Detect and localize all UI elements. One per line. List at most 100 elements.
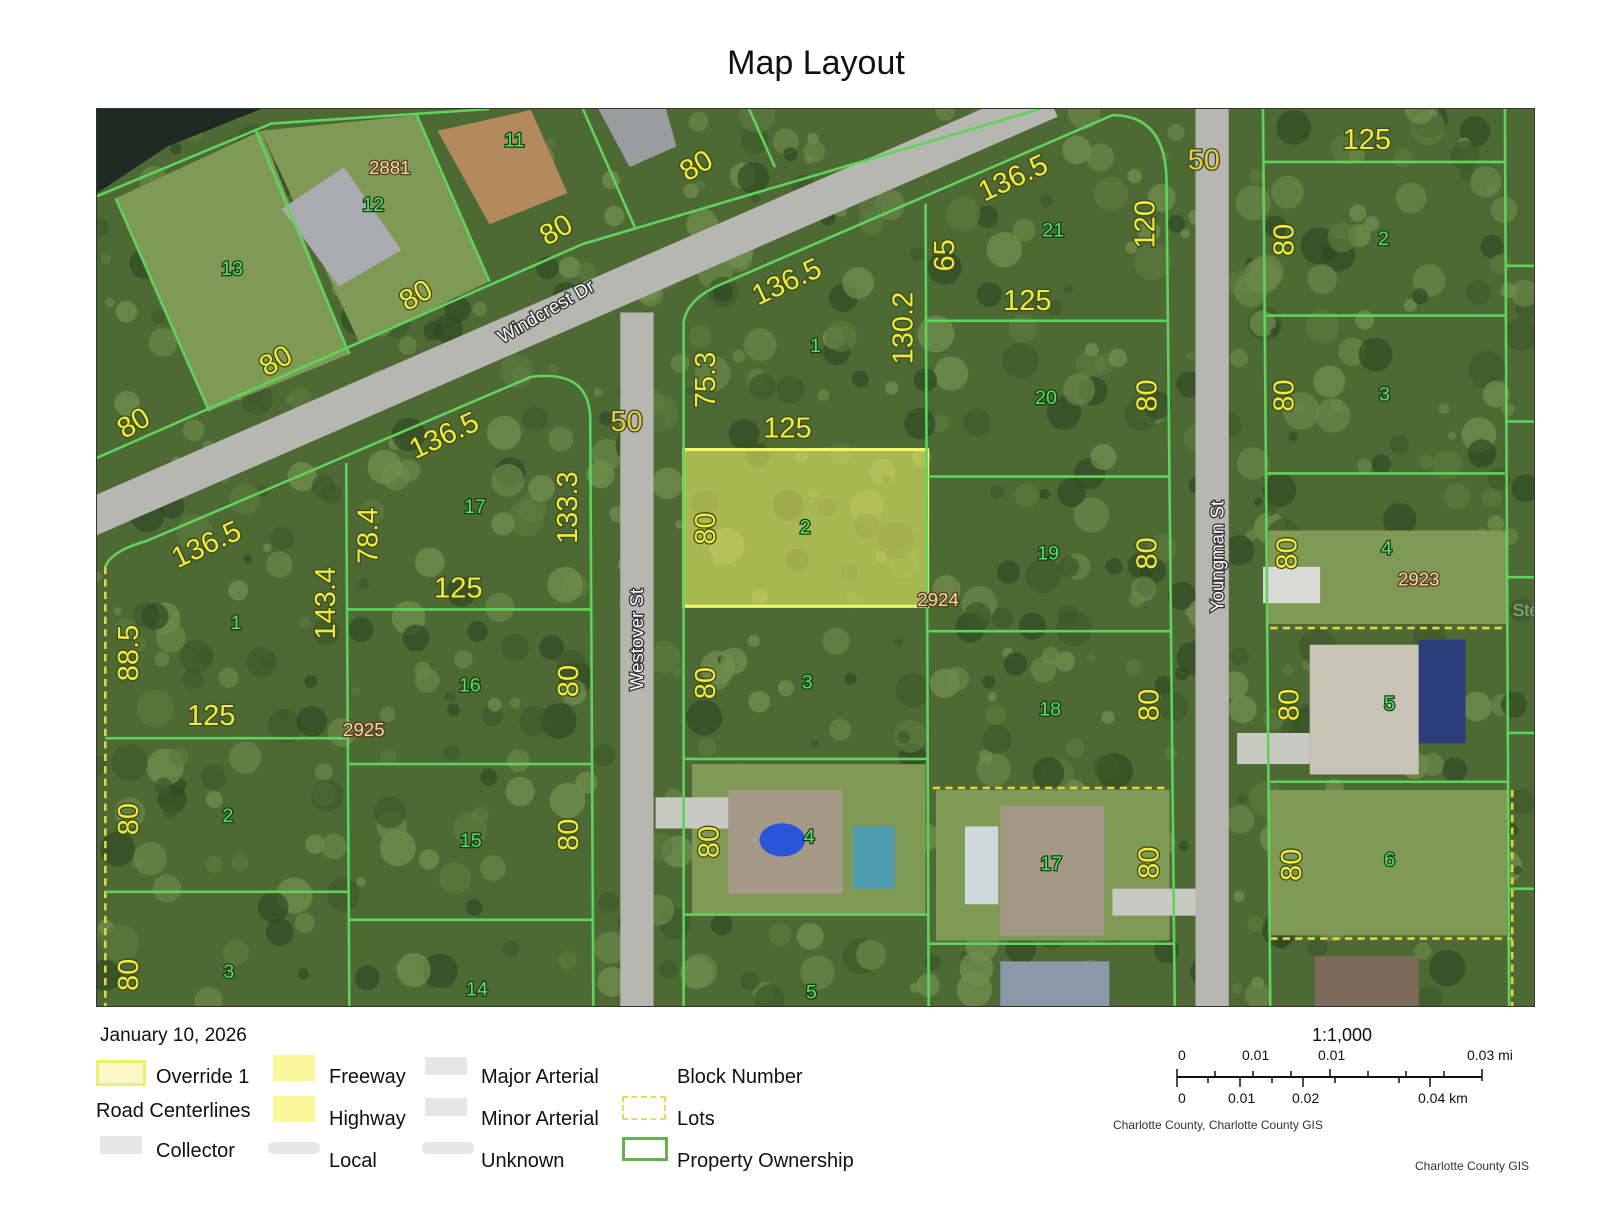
- dimension-label: 80: [553, 665, 585, 697]
- address-label: 2881: [369, 157, 411, 178]
- roads: [97, 109, 1310, 1006]
- legend-property-ownership: Property Ownership: [677, 1150, 854, 1172]
- map-title: Map Layout: [727, 44, 905, 82]
- scale-ruler: [1176, 1069, 1483, 1087]
- dimension-label: 78.4: [353, 507, 385, 564]
- legend-swatch-override: [96, 1060, 146, 1086]
- lot-number: 15: [460, 830, 482, 852]
- dimension-label: 80: [1134, 847, 1166, 879]
- dimension-label: 125: [434, 572, 483, 604]
- legend-highway: Highway: [329, 1108, 406, 1130]
- lot-number: 19: [1037, 543, 1059, 565]
- highlighted-parcel[interactable]: [682, 447, 930, 608]
- street-label: Westover St: [626, 588, 647, 690]
- lot-number: 3: [802, 671, 813, 693]
- lot-number: 2: [222, 805, 233, 827]
- map-source: Charlotte County GIS: [1415, 1159, 1530, 1173]
- dimension-label: 80: [1272, 537, 1304, 569]
- dimension-label: 80: [1276, 849, 1308, 881]
- lot-number: 17: [1040, 853, 1062, 875]
- legend-swatch-freeway: [273, 1055, 315, 1081]
- legend-collector: Collector: [156, 1140, 235, 1162]
- legend-freeway: Freeway: [329, 1066, 406, 1088]
- dimension-label: 80: [1269, 379, 1301, 411]
- dimension-label: 50: [1188, 145, 1220, 177]
- scale-km-2: 0.02: [1292, 1090, 1320, 1106]
- dimension-label: 88.5: [113, 625, 145, 682]
- scale-mi-2: 0.01: [1318, 1047, 1346, 1063]
- lot-number: 1: [231, 612, 242, 634]
- lot-number: 1: [810, 335, 821, 357]
- legend-swatch-minor-arterial: [425, 1098, 467, 1116]
- dimension-label: 80: [1269, 224, 1301, 256]
- lot-number: 16: [459, 674, 481, 696]
- scale-ratio: 1:1,000: [1312, 1025, 1373, 1045]
- dimension-label: 80: [693, 826, 725, 858]
- scale-mi-1: 0.01: [1242, 1047, 1270, 1063]
- legend-major-arterial: Major Arterial: [481, 1066, 599, 1088]
- lot-number: 4: [1381, 537, 1392, 559]
- dimension-label: 125: [187, 700, 236, 732]
- dimension-label: 130.2: [887, 292, 919, 365]
- legend-unknown: Unknown: [481, 1150, 565, 1172]
- lot-number: 3: [1379, 384, 1390, 406]
- legend-minor-arterial: Minor Arterial: [481, 1108, 599, 1130]
- legend-swatch-lots: [622, 1096, 666, 1120]
- lot-number: 20: [1035, 387, 1057, 409]
- dimension-label: 143.4: [310, 567, 342, 640]
- lot-number: 13: [221, 258, 243, 280]
- dimension-label: 65: [929, 239, 961, 271]
- address-label: 2923: [1398, 568, 1440, 589]
- dimension-label: 120: [1129, 200, 1161, 248]
- dimension-label: 80: [113, 959, 145, 991]
- street-label: Youngman St: [1206, 500, 1227, 612]
- lot-number: 2: [800, 517, 811, 539]
- legend-swatch-property-ownership: [622, 1137, 668, 1161]
- lot-number: 18: [1039, 698, 1061, 720]
- dimension-label: 80: [690, 667, 722, 699]
- legend-local: Local: [329, 1150, 377, 1172]
- dimension-label: 125: [763, 412, 812, 444]
- dimension-label: 80: [113, 803, 145, 835]
- scale-km-1: 0.01: [1228, 1090, 1256, 1106]
- address-label: 2924: [917, 589, 959, 610]
- watermark: StellarMLS: [1513, 600, 1535, 620]
- dimension-label: 80: [1274, 689, 1306, 721]
- lot-number: 2: [1378, 228, 1389, 250]
- legend-swatch-unknown: [422, 1142, 474, 1154]
- scale-km-3: 0.04 km: [1418, 1090, 1468, 1106]
- lot-number: 3: [223, 961, 234, 983]
- dimension-label: 80: [553, 819, 585, 851]
- dimension-label: 80: [1131, 379, 1163, 411]
- legend-swatch-local: [268, 1142, 320, 1154]
- legend-swatch-collector: [100, 1136, 142, 1154]
- legend-swatch-major-arterial: [425, 1057, 467, 1075]
- lot-number: 14: [466, 979, 488, 1001]
- property-ownership-lines: [97, 109, 1534, 1006]
- dimension-label: 80: [1134, 689, 1166, 721]
- dimension-label: 80: [690, 512, 722, 544]
- dimension-label: 125: [1343, 124, 1392, 156]
- lot-number: 4: [804, 826, 815, 848]
- dimension-label: 133.3: [552, 471, 584, 544]
- dimension-label: 80: [1131, 537, 1163, 569]
- lot-number: 11: [504, 129, 524, 151]
- dimension-label: 75.3: [690, 352, 722, 409]
- legend-block-number: Block Number: [677, 1066, 803, 1088]
- legend-override: Override 1: [156, 1066, 250, 1088]
- dimension-label: 125: [1003, 285, 1052, 317]
- buildings: [281, 109, 1466, 1006]
- legend-swatch-highway: [273, 1096, 315, 1122]
- road-windcrest-dr: [97, 109, 1058, 536]
- map-view[interactable]: 8080808080136.512065125136.5130.275.3125…: [96, 108, 1535, 1007]
- scale-km-0: 0: [1178, 1090, 1186, 1106]
- lot-number: 12: [362, 194, 384, 216]
- dimension-label: 50: [610, 406, 642, 438]
- lot-number: 17: [464, 496, 486, 518]
- legend-lots: Lots: [677, 1108, 715, 1130]
- scale-mi-0: 0: [1178, 1047, 1186, 1063]
- lot-number: 6: [1384, 849, 1395, 871]
- lot-number: 5: [1384, 693, 1395, 715]
- map-attribution: Charlotte County, Charlotte County GIS: [1113, 1118, 1323, 1132]
- scale-mi-3: 0.03 mi: [1467, 1047, 1513, 1063]
